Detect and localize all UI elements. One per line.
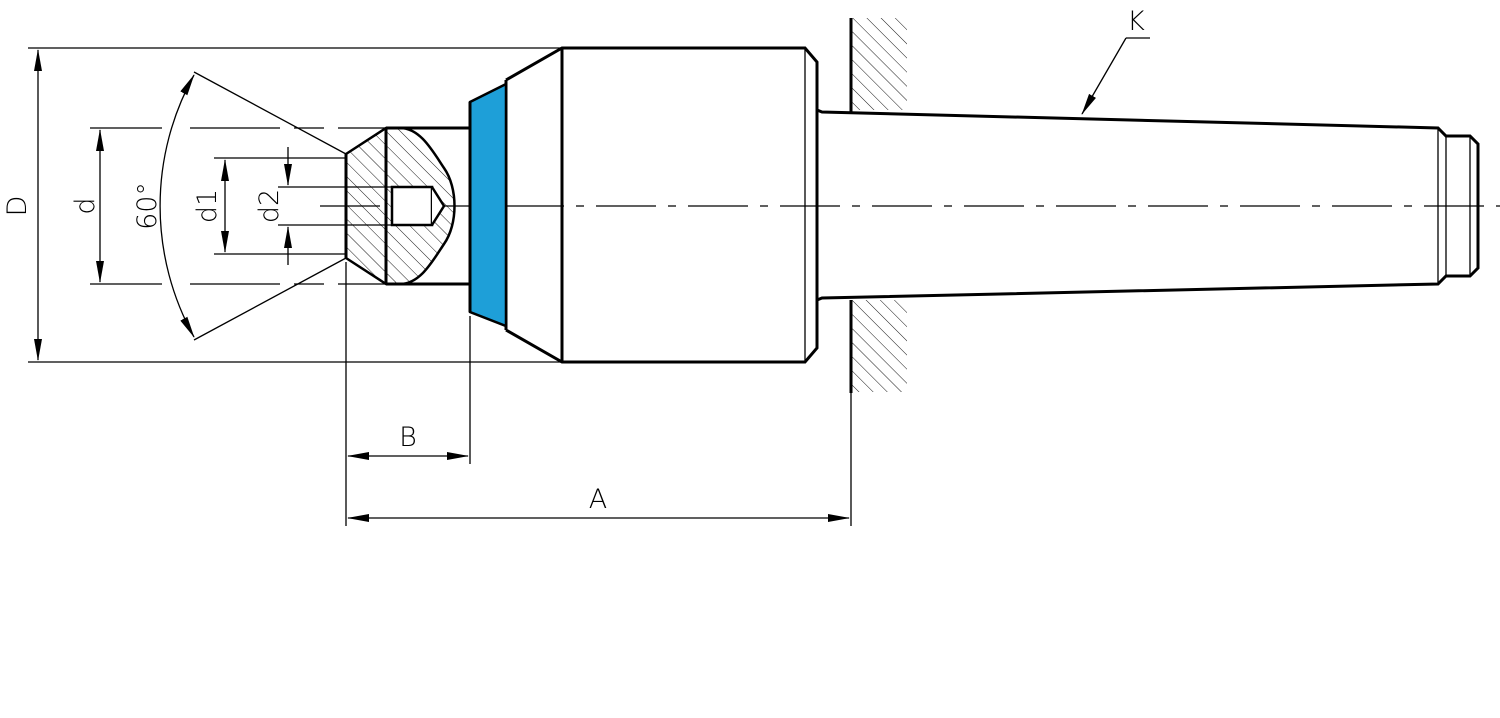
dimension-d2-label: d2 (254, 189, 285, 223)
center-point-section (344, 126, 456, 286)
taper-shank (816, 108, 1480, 302)
dimension-d2: d2 (254, 147, 392, 265)
housing-body (504, 46, 819, 364)
leader-K-label: K (1127, 6, 1145, 37)
dimension-d1-label: d1 (192, 189, 223, 223)
dimension-D: D (2, 47, 562, 363)
dimension-angle-label: 60° (132, 182, 163, 230)
dimension-angle: 60° (132, 71, 347, 341)
dimension-B: B (345, 262, 471, 526)
dimension-d1: d1 (192, 157, 346, 255)
dimension-d-label: d (70, 197, 101, 214)
leader-K: K (1081, 6, 1150, 115)
dimension-A-label: A (589, 484, 607, 515)
dimension-d: d (70, 127, 386, 285)
dimension-D-label: D (2, 196, 33, 217)
spindle-wall (849, 18, 907, 393)
dimension-A: A (347, 393, 852, 526)
bearing-ring (468, 81, 508, 328)
dimension-B-label: B (399, 422, 417, 453)
